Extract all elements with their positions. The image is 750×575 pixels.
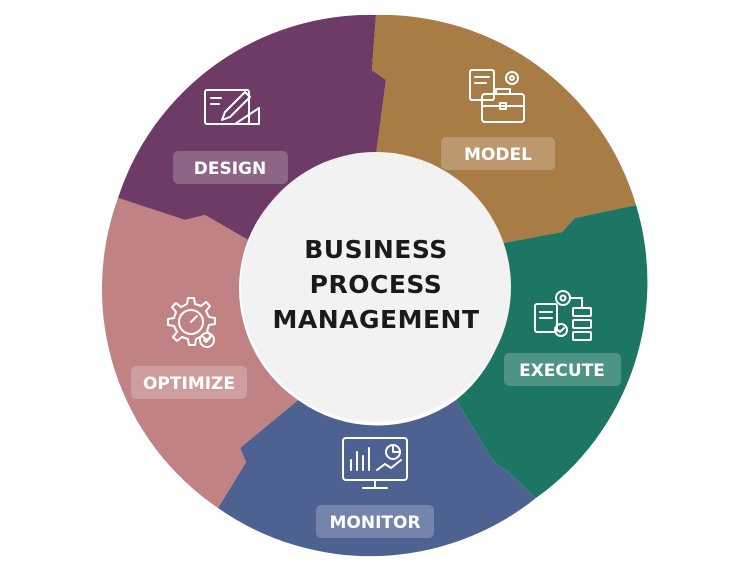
execute-label-box (504, 353, 621, 386)
monitor-label: MONITOR (329, 513, 420, 533)
optimize-label-box (131, 366, 247, 399)
design-label-box (173, 151, 288, 184)
blueprint-pencil-icon (204, 89, 260, 125)
cycle-ring (101, 14, 648, 557)
model-label-box (441, 137, 555, 170)
execute-label: EXECUTE (519, 361, 605, 381)
segment-model (372, 14, 636, 245)
monitor-chart-icon (342, 437, 408, 489)
center-title-line1: BUSINESS (304, 235, 448, 264)
center-title-line3: MANAGEMENT (272, 305, 479, 334)
gear-document-flow-icon (534, 290, 592, 341)
segment-execute (456, 205, 648, 498)
segment-optimize (101, 198, 298, 508)
briefcase-gear-icon (469, 69, 525, 123)
segment-design (118, 14, 386, 241)
design-label: DESIGN (194, 159, 266, 179)
model-label: MODEL (464, 145, 532, 165)
optimize-label: OPTIMIZE (143, 374, 235, 394)
gear-gauge-icon (167, 297, 216, 348)
segment-monitor (218, 400, 536, 557)
center-circle (241, 152, 511, 422)
monitor-label-box (316, 505, 434, 538)
center-title-line2: PROCESS (310, 270, 443, 299)
